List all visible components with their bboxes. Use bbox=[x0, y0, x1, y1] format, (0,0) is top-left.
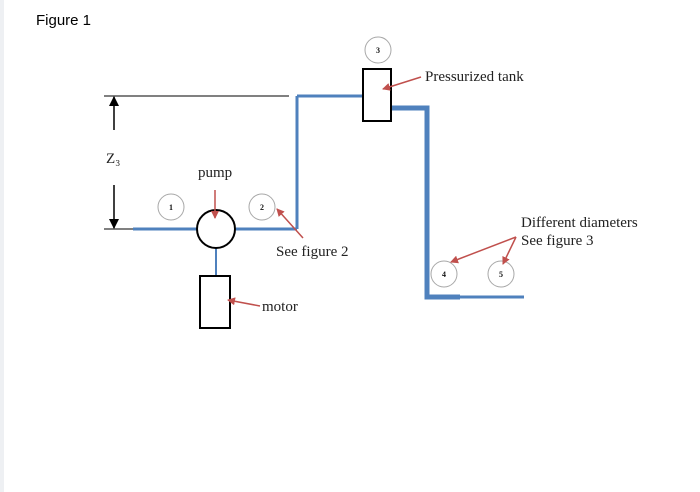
tank-leader-arrow bbox=[382, 76, 422, 91]
pressurized-tank-box bbox=[362, 68, 392, 122]
see-figure-3-label: See figure 3 bbox=[521, 233, 593, 249]
diameter-leader-arrow-4 bbox=[450, 236, 517, 264]
point-marker-1: 1 bbox=[157, 193, 185, 221]
point-5-label: 5 bbox=[499, 270, 503, 279]
point-1-label: 1 bbox=[169, 203, 173, 212]
left-edge-strip bbox=[0, 0, 4, 492]
z3-dimension: Z₃ bbox=[104, 95, 289, 230]
pressurized-tank-label: Pressurized tank bbox=[425, 69, 524, 85]
motor-box bbox=[199, 275, 231, 329]
point-4-label: 4 bbox=[442, 270, 446, 279]
motor-leader-arrow bbox=[227, 297, 261, 307]
point-marker-5: 5 bbox=[487, 260, 515, 288]
different-diameters-label: Different diameters bbox=[521, 215, 638, 231]
pump-label: pump bbox=[198, 165, 232, 181]
point-3-label: 3 bbox=[376, 46, 380, 55]
figure-title: Figure 1 bbox=[36, 12, 92, 29]
see-figure-2-label: See figure 2 bbox=[276, 244, 348, 260]
point-marker-4: 4 bbox=[430, 260, 458, 288]
figure2-leader-arrow bbox=[276, 208, 304, 239]
pump-circle bbox=[196, 209, 236, 249]
point-marker-3: 3 bbox=[364, 36, 392, 64]
z3-label: Z₃ bbox=[106, 151, 120, 167]
pipe-network bbox=[133, 94, 524, 300]
point-marker-2: 2 bbox=[248, 193, 276, 221]
motor-label: motor bbox=[262, 299, 298, 315]
point-2-label: 2 bbox=[260, 203, 264, 212]
tank-outlet-pipe bbox=[391, 105, 460, 300]
diameter-leader-arrow-5 bbox=[502, 236, 517, 265]
